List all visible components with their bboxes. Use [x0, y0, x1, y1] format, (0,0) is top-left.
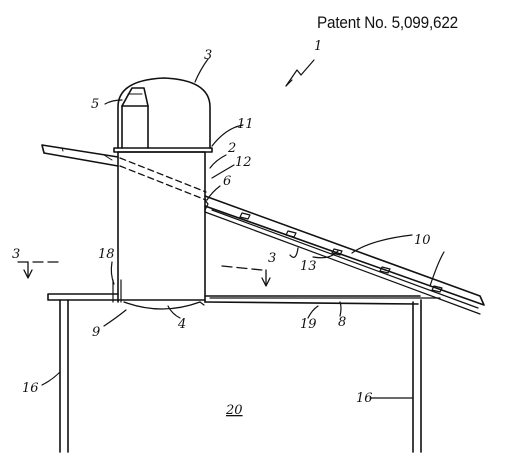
label-3-right: 3 [268, 251, 276, 266]
label-3-left: 3 [12, 247, 20, 262]
patent-number: Patent No. 5,099,622 [317, 13, 459, 32]
light-tube [112, 151, 209, 303]
main-roof [204, 195, 485, 315]
label-16-left: 16 [22, 381, 39, 396]
walls [59, 299, 422, 453]
label-6: 6 [223, 174, 231, 189]
label-18: 18 [98, 247, 115, 262]
label-3-dome: 3 [204, 48, 212, 63]
label-19: 19 [300, 317, 317, 332]
ceiling [47, 293, 421, 310]
label-10: 10 [414, 233, 431, 248]
section-line [17, 261, 271, 287]
label-8: 8 [338, 315, 346, 330]
label-4: 4 [177, 317, 186, 332]
label-9: 9 [92, 325, 100, 340]
dome [113, 77, 213, 153]
label-20: 20 [225, 403, 243, 418]
label-1: 1 [314, 39, 322, 54]
leader-lines [41, 58, 445, 399]
left-roof [41, 144, 119, 167]
label-2: 2 [227, 141, 236, 156]
label-5: 5 [91, 97, 99, 112]
label-13: 13 [300, 259, 317, 274]
label-11: 11 [237, 117, 254, 132]
label-12: 12 [235, 155, 252, 170]
reference-numerals: 3 1 5 11 2 12 6 10 13 3 3 18 9 4 19 8 16… [12, 39, 431, 418]
label-16-right: 16 [356, 391, 373, 406]
